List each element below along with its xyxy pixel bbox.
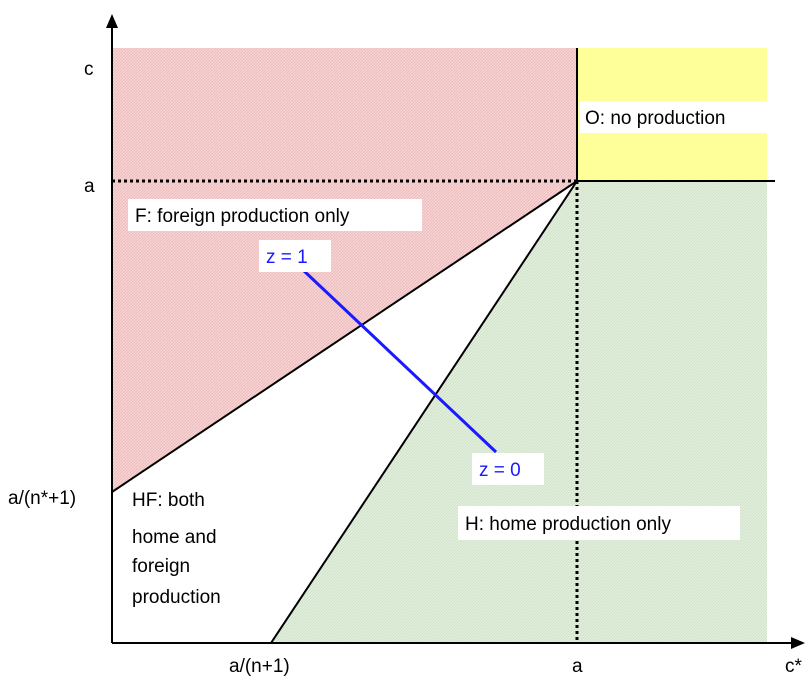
region-label-home: H: home production only <box>465 514 671 535</box>
region-label-none: O: no production <box>585 108 725 129</box>
label-bg-z0 <box>472 453 544 485</box>
z-segment <box>301 268 498 454</box>
region-foreign <box>112 48 577 492</box>
region-label-both-line1: HF: both <box>132 490 205 511</box>
boundary-foreign <box>111 180 578 493</box>
x-tick-label-a: a <box>572 656 583 677</box>
z-start-label: z = 1 <box>266 247 308 268</box>
x-axis-label-cstar: c* <box>785 656 803 677</box>
region-label-both-line4: production <box>132 587 221 608</box>
y-axis-arrow-icon <box>106 14 118 28</box>
label-bg-none <box>580 101 770 133</box>
x-tick-label-a-over-n: a/(n+1) <box>229 656 290 677</box>
z-end-label: z = 0 <box>479 460 521 481</box>
y-tick-label-c: c <box>84 59 94 80</box>
label-bg-z1 <box>259 240 331 272</box>
y-tick-label-a-over-nstar: a/(n*+1) <box>8 488 76 509</box>
region-label-foreign: F: foreign production only <box>135 206 350 227</box>
y-tick-label-a: a <box>84 176 95 197</box>
region-label-both-line2: home and <box>132 527 217 548</box>
boundary-home <box>270 180 578 644</box>
label-bg-home <box>458 506 740 540</box>
label-bg-foreign <box>128 199 422 231</box>
region-label-both-line3: foreign <box>132 556 190 577</box>
x-axis-arrow-icon <box>791 637 805 649</box>
